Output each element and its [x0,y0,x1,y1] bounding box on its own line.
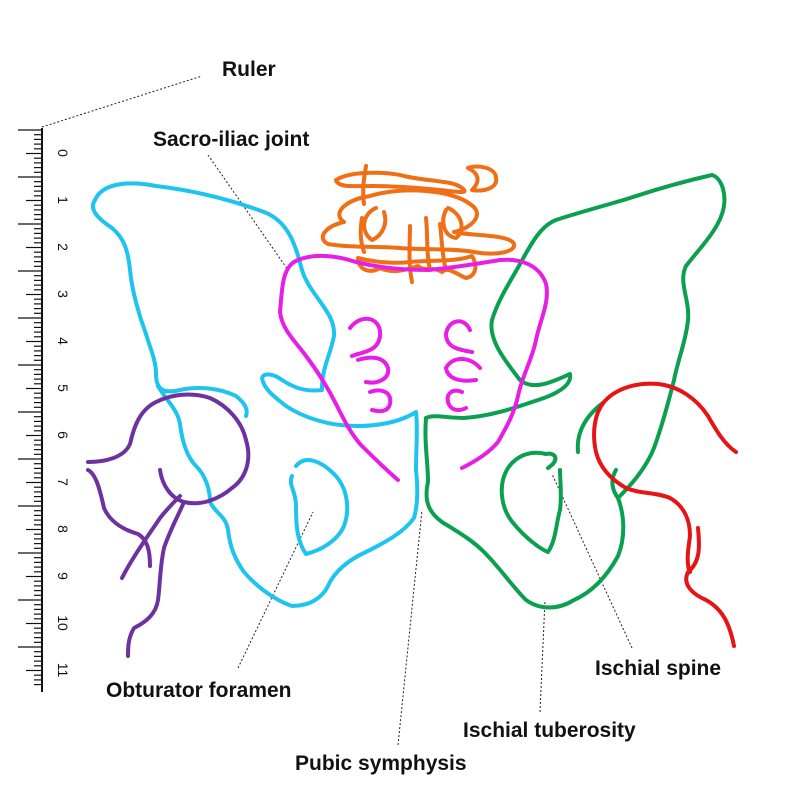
sacrum-outline-right [292,253,549,470]
femoral-shaft-left [684,526,736,648]
ruler-label: Ruler [222,58,276,81]
lumbar-vertebra [320,164,516,284]
right-ilium-edge [91,198,249,418]
ruler-number: 4 [55,337,71,345]
sacroiliac-joint-label: Sacro-iliac joint [153,128,309,151]
vertebral-process-left [358,164,368,254]
sacroiliac-leader-line [207,154,289,271]
ruler-numbers: 0 1 2 3 4 5 6 7 8 9 10 11 [55,149,71,677]
right-femur [86,392,251,658]
ruler-ticks [18,129,42,686]
ruler: 0 1 2 3 4 5 6 7 8 9 10 11 [18,128,71,692]
ruler-number: 3 [55,290,71,298]
ischial-tuberosity-label: Ischial tuberosity [463,719,636,742]
right-ilium-outline [93,181,337,390]
obturator-leader-line [237,511,314,669]
right-iliac-descent [156,372,420,608]
ruler-number: 9 [55,572,71,580]
left-ilium-edge [424,173,714,420]
sacral-foramen-right-3 [368,388,393,414]
sacrum-outline-left [278,260,400,482]
femoral-shaft-right [126,500,186,658]
sacral-foramen-left-3 [445,388,468,412]
sacral-foramen-right-1 [348,316,383,358]
left-femur [592,381,738,648]
ruler-number: 7 [55,478,71,486]
vertebral-process-right [466,164,499,193]
labels: Ruler Sacro-iliac joint Obturator forame… [106,58,721,775]
ruler-number: 11 [55,663,71,678]
vertebral-curl-right [441,206,464,240]
sacral-foramen-right-2 [356,355,391,385]
femoral-head-left [592,381,738,574]
left-hip-bone [423,173,727,610]
ruler-number: 0 [55,149,71,157]
vertebra-outline [334,170,467,194]
ruler-number: 2 [55,243,71,251]
ruler-leader-line [41,75,203,128]
sacral-foramen-left-1 [444,319,474,354]
ruler-number: 6 [55,431,71,439]
ruler-number: 1 [55,196,71,204]
ischial-spine-label: Ischial spine [595,657,721,680]
obturator-foramen-right [288,458,350,556]
sacral-foramen-left-2 [444,357,482,383]
pubic-symphysis-label: Pubic symphysis [295,752,467,775]
femoral-neck-right [86,468,152,568]
vertebra-body [320,188,516,256]
vertebra-lower [356,254,478,280]
sacrum [278,253,549,482]
ruler-number: 10 [55,615,71,631]
femoral-shaft-inner-right [120,494,182,580]
right-hip-bone [91,181,420,608]
ruler-number: 8 [55,525,71,533]
pubic-symphysis-leader-line [397,509,423,746]
femoral-head-right [86,392,251,506]
left-ilium-outline [616,173,727,500]
vertebral-curl-left [362,206,388,242]
obturator-foramen-label: Obturator foramen [106,679,292,702]
ischial-tuberosity-leader-line [539,599,546,713]
obturator-foramen-left [499,450,563,554]
ruler-number: 5 [55,384,71,392]
left-ischium [423,416,626,610]
